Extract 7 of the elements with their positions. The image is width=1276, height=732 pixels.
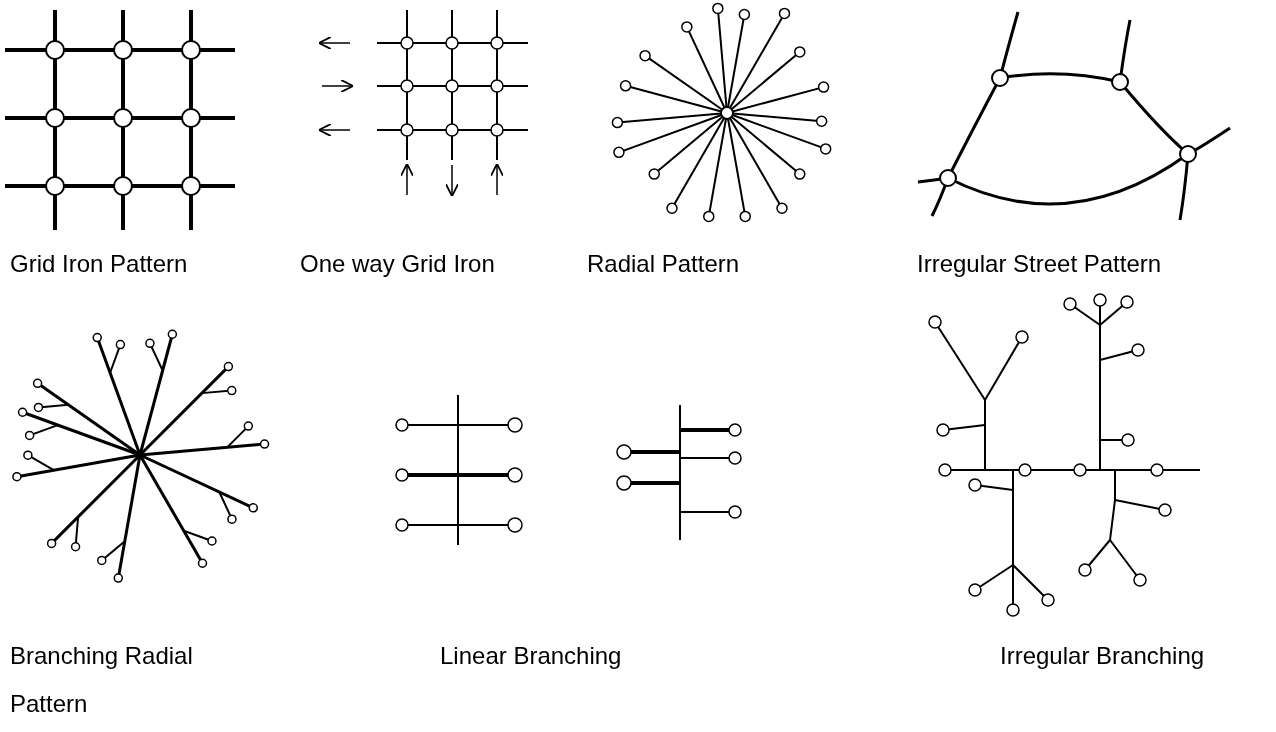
- pattern-caption: Linear Branching: [440, 641, 623, 671]
- pattern-caption: Radial Pattern: [587, 249, 741, 279]
- pattern-caption: Irregular Branching: [1000, 641, 1206, 671]
- pattern-caption: Irregular Street Pattern: [917, 249, 1163, 279]
- pattern-caption: One way Grid Iron: [300, 249, 496, 279]
- pattern-caption: Grid Iron Pattern: [10, 249, 189, 279]
- pattern-caption: Branching Radial Pattern: [10, 641, 194, 719]
